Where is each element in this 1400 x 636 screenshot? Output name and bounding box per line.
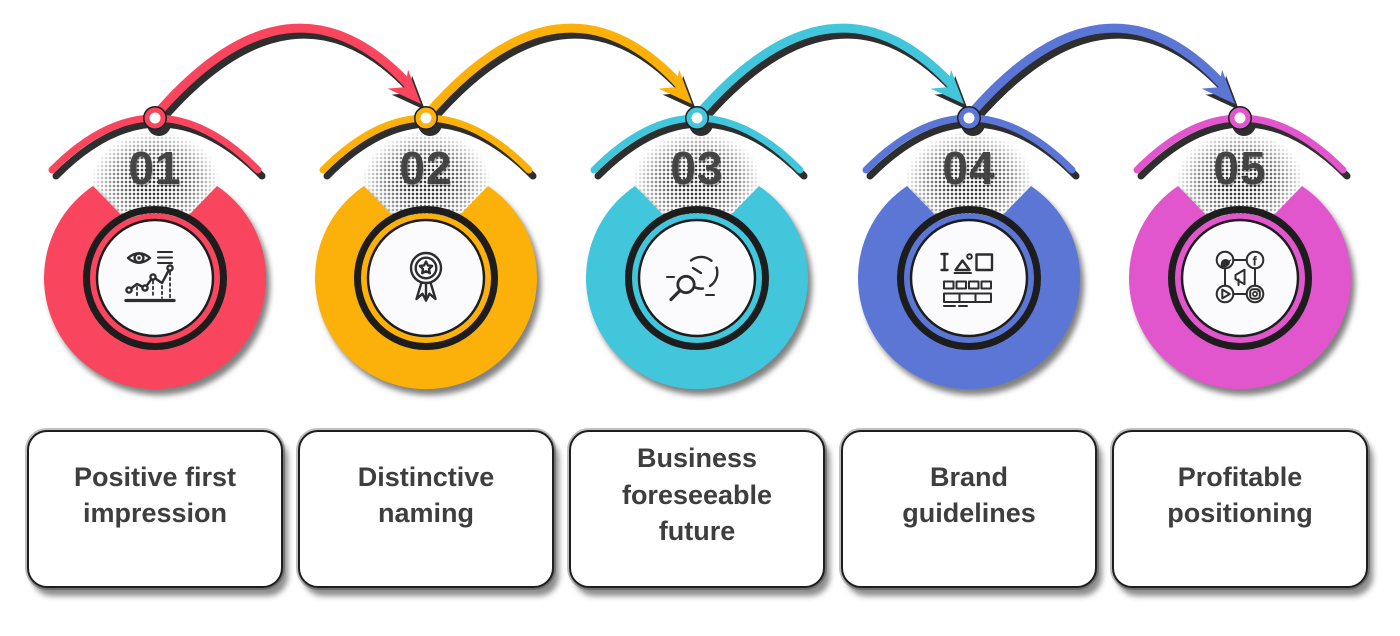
brand-layout-grid-icon bbox=[940, 252, 994, 307]
twitter-bird-icon bbox=[1220, 259, 1232, 268]
donut-step-1 bbox=[44, 186, 267, 390]
step-3: 03 Business foreseeable future bbox=[562, 0, 832, 636]
eye-analytics-chart-icon bbox=[124, 251, 176, 303]
step-label: Profitable positioning bbox=[1167, 461, 1313, 528]
step-label: Business foreseeable future bbox=[621, 443, 773, 547]
step-label-card: Profitable positioning bbox=[1112, 430, 1368, 588]
donut-step-2 bbox=[315, 186, 537, 390]
step-label: Positive first impression bbox=[73, 461, 237, 528]
step-label-card: Positive first impression bbox=[27, 430, 283, 588]
step-label: Distinctive naming bbox=[357, 461, 495, 528]
step-2: 02 Distinctive naming bbox=[291, 0, 561, 636]
donut-step-3 bbox=[586, 186, 808, 390]
award-rosette-icon bbox=[409, 251, 443, 302]
donut-step-4 bbox=[858, 186, 1080, 390]
step-label-card: Brand guidelines bbox=[841, 430, 1097, 588]
step-4: 04 bbox=[834, 0, 1104, 636]
facebook-icon: f bbox=[1253, 254, 1258, 269]
step-label-card: Business foreseeable future bbox=[569, 430, 825, 588]
social-media-network-icon: f bbox=[1215, 250, 1265, 304]
play-icon bbox=[1221, 288, 1231, 300]
step-label-card: Distinctive naming bbox=[298, 430, 554, 588]
step-1: 01 bbox=[20, 0, 290, 636]
magnifier-pie-chart-icon bbox=[666, 255, 719, 302]
step-5: 05 f bbox=[1105, 0, 1375, 636]
instagram-icon bbox=[1249, 288, 1261, 300]
step-label: Brand guidelines bbox=[902, 461, 1036, 528]
donut-step-5: f bbox=[1129, 186, 1351, 390]
